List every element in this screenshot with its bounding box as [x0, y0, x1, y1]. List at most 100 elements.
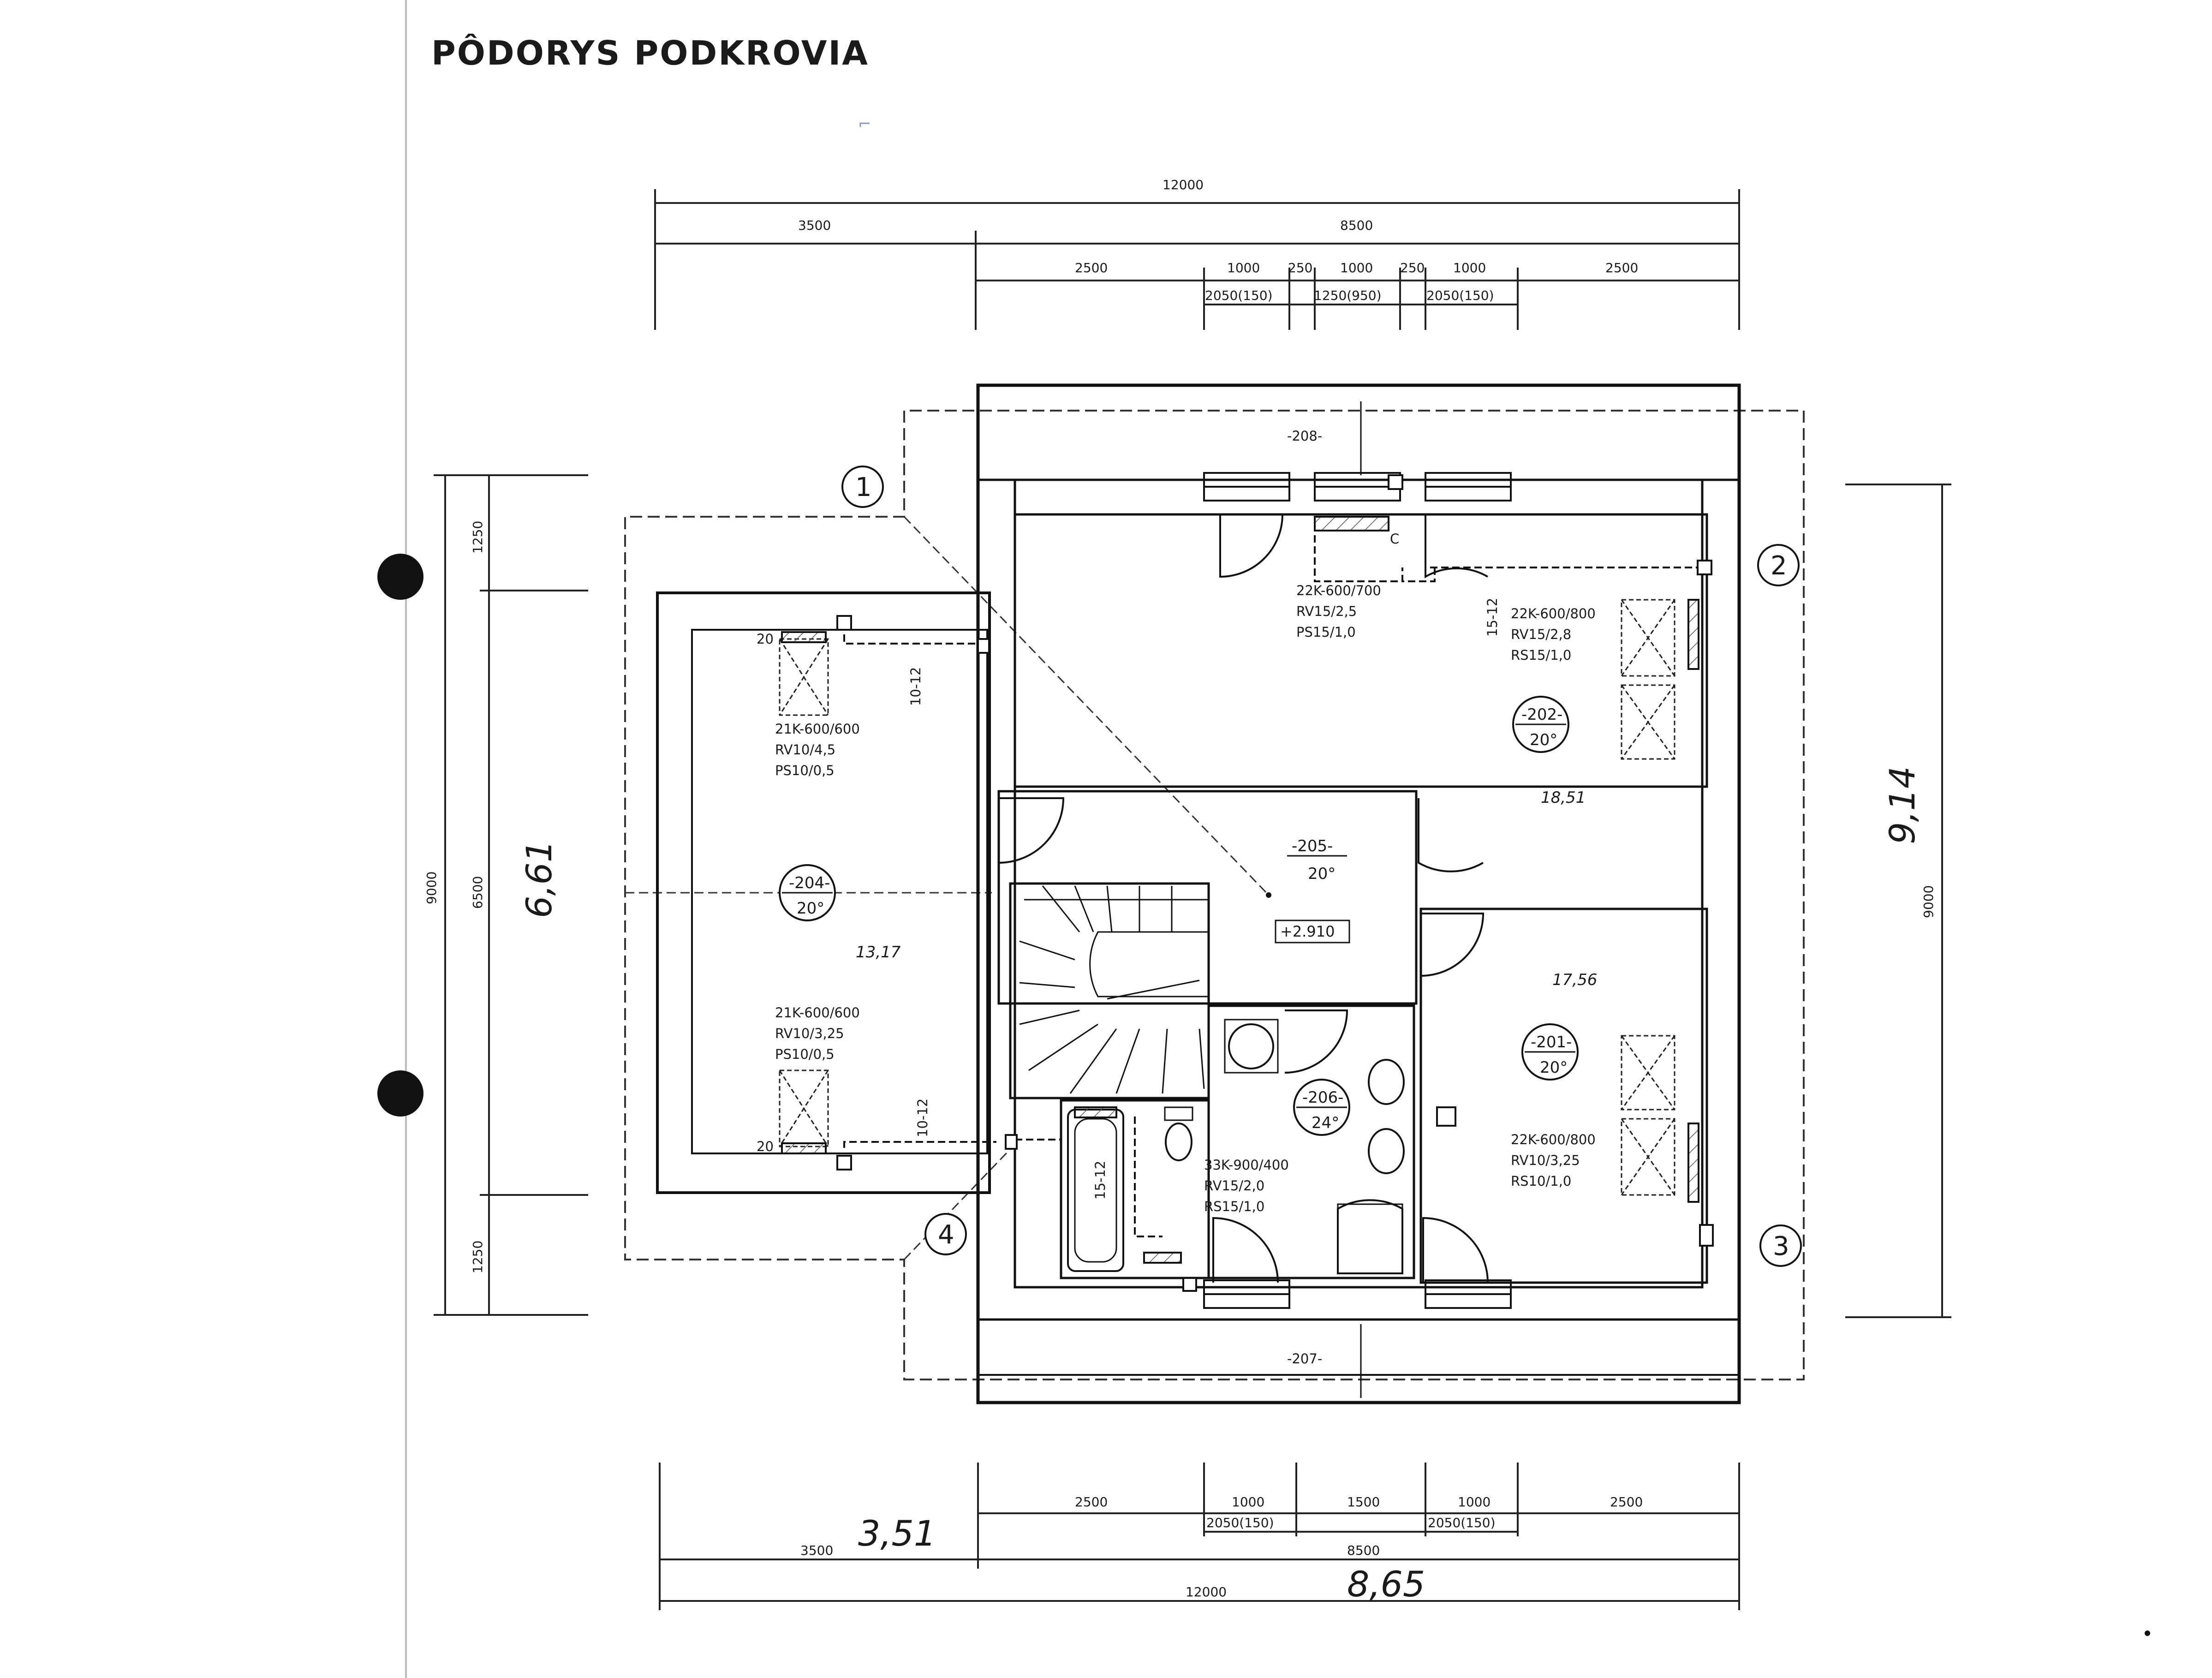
room-temp: 20° [1540, 1058, 1568, 1077]
sink [1368, 1128, 1405, 1174]
dim-top-seg: 250 [1400, 260, 1425, 275]
handwritten-area: 18,51 [1541, 788, 1586, 807]
axis-label: 1 [855, 472, 872, 502]
axis-label: 2 [1771, 551, 1787, 581]
axis-label: 4 [938, 1220, 954, 1250]
dim-top-window: 2050(150) [1205, 288, 1273, 303]
radiator-spec: 21K-600/600 [775, 721, 860, 737]
stair-treads [1019, 885, 1209, 1094]
roof-ridge-line [903, 1139, 1020, 1260]
bathtub-inner [1074, 1118, 1117, 1263]
handwritten-right-height: 9,14 [1882, 766, 1923, 844]
axis-markers [841, 466, 1802, 1267]
left-wing-inner-wall [691, 629, 988, 1154]
washing-machine-frame [1224, 1019, 1279, 1074]
dim-top-left: 3500 [798, 218, 831, 233]
handwritten-left-height: 6,61 [519, 840, 560, 918]
bathroom-206-wall [1207, 1004, 1415, 1279]
radiator-spec: 22K-600/800 [1511, 606, 1596, 621]
radiator-spec: RV10/4,5 [775, 742, 835, 758]
pipe-size-label: 15-12 [1485, 598, 1500, 637]
binder-hole-bottom [377, 1070, 423, 1117]
shower [1337, 1199, 1403, 1274]
dim-top-window: 1250(950) [1314, 288, 1382, 303]
radiator-spec: RV15/2,0 [1204, 1178, 1264, 1194]
room-temp: 20° [797, 899, 824, 918]
axis-label: 3 [1773, 1231, 1789, 1261]
room-202-wall [1014, 513, 1708, 788]
margin-scribble: ⌐ [858, 115, 871, 133]
room-id: -201- [1531, 1033, 1572, 1051]
top-dimension-lines [654, 189, 1740, 330]
staircase [1009, 882, 1210, 1099]
handwritten-area: 17,56 [1552, 971, 1597, 989]
plan-title: PÔDORYS PODKROVIA [431, 34, 869, 72]
dim-left-outer: 9000 [424, 872, 439, 904]
radiator-spec: RV10/3,25 [1511, 1153, 1580, 1168]
room-id: -204- [789, 874, 830, 892]
dim-top-seg: 2500 [1605, 260, 1638, 275]
room-tags [779, 696, 1579, 1136]
binder-hole-top [377, 554, 423, 600]
elevation-mark: +2.910 [1280, 923, 1335, 940]
outer-wall [976, 383, 1741, 1404]
pipe-size-label: 10-12 [915, 1099, 930, 1137]
elevation-dot [1266, 892, 1271, 898]
handwritten-bottom-right: 8,65 [1347, 1564, 1425, 1605]
dim-bottom-window: 2050(150) [1428, 1515, 1496, 1530]
space-label-bottom: -207- [1287, 1351, 1322, 1367]
toilet-tank [1164, 1106, 1193, 1121]
radiator-spec: RS15/1,0 [1511, 647, 1571, 663]
dim-bottom-window: 2050(150) [1206, 1515, 1274, 1530]
roof-windows [1203, 472, 1512, 1309]
pipe-size-label: 15-12 [1092, 1161, 1108, 1200]
radiator-spec: 22K-600/700 [1296, 583, 1381, 598]
dim-top-seg: 2500 [1075, 260, 1108, 275]
radiator-spec: RS15/1,0 [1204, 1199, 1264, 1214]
pipe-risers [836, 474, 1714, 1292]
stray-mark [2145, 1630, 2150, 1636]
dim-top-seg: 1000 [1227, 260, 1260, 275]
radiator-spec: 22K-600/800 [1511, 1132, 1596, 1147]
toilet [1165, 1123, 1192, 1161]
radiator-spec: RV10/3,25 [775, 1026, 844, 1041]
valve-mark: 20 [757, 1139, 774, 1154]
dim-bottom-left: 3500 [800, 1543, 833, 1558]
radiator-spec: PS15/1,0 [1296, 624, 1356, 640]
dim-bottom-seg: 2500 [1075, 1494, 1108, 1510]
right-dimension-lines [1845, 484, 1951, 1318]
skylights [779, 599, 1675, 1196]
left-wing-wall [656, 591, 991, 1194]
dim-top-seg: 1000 [1340, 260, 1373, 275]
radiator-spec: RS10/1,0 [1511, 1173, 1571, 1189]
room-temp: 24° [1312, 1114, 1339, 1132]
dim-left-bottom: 1250 [470, 1241, 485, 1273]
dim-bottom-seg: 1500 [1347, 1494, 1380, 1510]
room-temp: 20° [1308, 865, 1336, 883]
valve-mark: 20 [757, 631, 774, 647]
room-tag-dividers [782, 723, 1575, 1108]
room-id: -205- [1292, 837, 1333, 855]
dim-bottom-seg: 2500 [1610, 1494, 1643, 1510]
room-201-wall [1419, 908, 1708, 1284]
washing-machine [1228, 1023, 1274, 1069]
roof-edge [977, 1374, 1740, 1403]
dim-bottom-right: 8500 [1347, 1543, 1380, 1558]
dim-top-overall: 12000 [1163, 177, 1204, 192]
dim-top-seg: 1000 [1453, 260, 1486, 275]
space-label-top: -208- [1287, 428, 1322, 444]
dim-top-right: 8500 [1340, 218, 1373, 233]
dim-left-inner: 6500 [470, 876, 485, 909]
dim-top-window: 2050(150) [1426, 288, 1494, 303]
dim-bottom-seg: 1000 [1458, 1494, 1491, 1510]
room-id: -206- [1302, 1088, 1343, 1107]
left-dimension-lines [434, 474, 588, 1316]
roof-ridge-line [903, 516, 1270, 896]
dim-bottom-overall: 12000 [1186, 1584, 1227, 1600]
dim-bottom-seg: 1000 [1232, 1494, 1264, 1510]
bottom-dimension-lines [659, 1463, 1740, 1610]
radiator-spec: RV15/2,8 [1511, 627, 1571, 642]
door-swings [998, 514, 1489, 1283]
dim-top-seg: 250 [1288, 260, 1312, 275]
